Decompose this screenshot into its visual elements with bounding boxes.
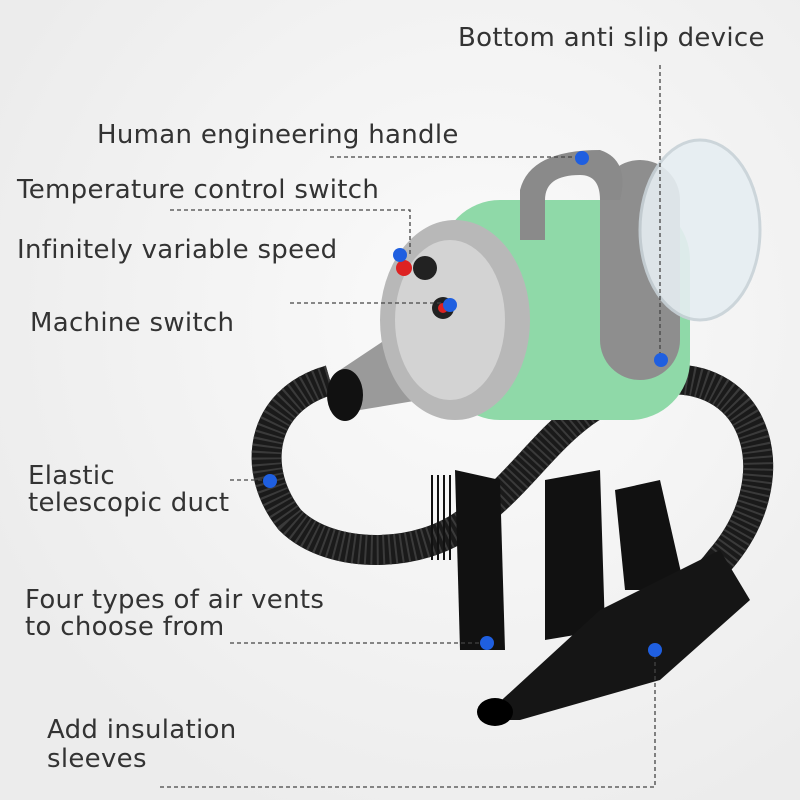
dot-vents — [480, 636, 494, 650]
label-anti-slip: Bottom anti slip device — [458, 23, 765, 53]
label-vents-2: to choose from — [25, 612, 225, 642]
hose — [251, 364, 774, 615]
round-nozzle — [480, 550, 750, 720]
label-duct-1: Elastic — [28, 461, 115, 491]
temperature-switch — [396, 260, 412, 276]
label-temperature: Temperature control switch — [17, 175, 380, 205]
label-handle: Human engineering handle — [97, 120, 459, 150]
label-duct-2: telescopic duct — [28, 488, 230, 518]
label-sleeves-2: sleeves — [47, 744, 147, 774]
dot-sleeves — [648, 643, 662, 657]
dot-speed — [393, 248, 407, 262]
label-speed: Infinitely variable speed — [17, 235, 338, 265]
dot-handle — [575, 151, 589, 165]
flat-vent — [545, 470, 605, 640]
label-sleeves-1: Add insulation — [47, 715, 237, 745]
leader-lines — [160, 65, 661, 788]
dot-machine-switch — [443, 298, 457, 312]
dot-anti-slip — [654, 353, 668, 367]
label-machine-switch: Machine switch — [30, 308, 235, 338]
comb-vent — [455, 470, 505, 650]
handle — [520, 150, 623, 240]
wide-vent — [615, 480, 685, 590]
clear-filter-cap — [638, 138, 762, 322]
speed-knob — [413, 256, 437, 280]
dot-duct — [263, 474, 277, 488]
label-vents-1: Four types of air vents — [25, 585, 325, 615]
